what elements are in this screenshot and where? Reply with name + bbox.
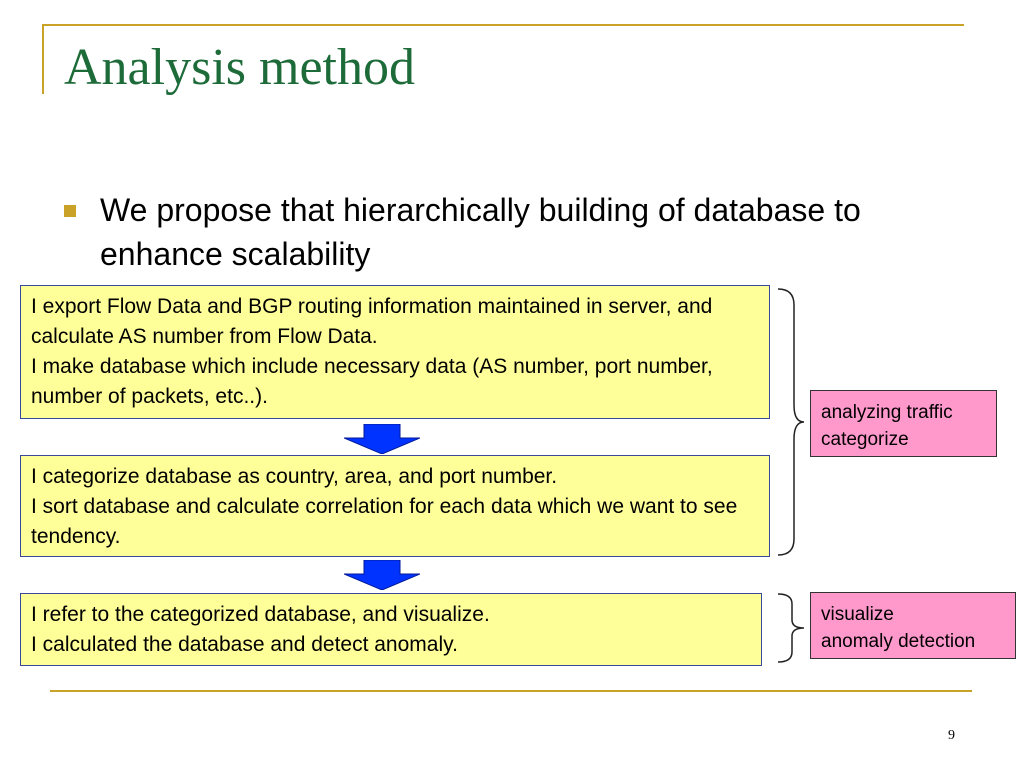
down-arrow-icon <box>344 424 420 454</box>
bullet-text: We propose that hierarchically building … <box>100 192 861 272</box>
tag-1-line-1: analyzing traffic <box>821 402 953 423</box>
tag-1-line-2: categorize <box>821 429 909 450</box>
slide-title: Analysis method <box>64 39 415 96</box>
step-box-2: I categorize database as country, area, … <box>20 455 770 557</box>
step-box-3: I refer to the categorized database, and… <box>20 593 762 666</box>
step-3-line-1: I refer to the categorized database, and… <box>31 603 490 626</box>
page-number: 9 <box>948 728 955 743</box>
step-box-1: I export Flow Data and BGP routing infor… <box>20 285 770 419</box>
tag-2-line-2: anomaly detection <box>821 631 976 652</box>
top-frame-line <box>42 24 964 26</box>
down-arrow-icon <box>344 560 420 590</box>
step-3-line-2: I calculated the database and detect ano… <box>31 633 458 656</box>
step-1-line-1: I export Flow Data and BGP routing infor… <box>31 295 713 348</box>
right-brace-icon <box>777 593 805 663</box>
tag-2-line-1: visualize <box>821 604 894 625</box>
bullet-square-icon <box>64 205 76 217</box>
left-frame-line <box>42 24 44 94</box>
tag-analyzing: analyzing traffic categorize <box>810 390 997 457</box>
right-brace-icon <box>777 288 805 556</box>
bottom-frame-line <box>50 690 972 692</box>
step-1-line-2: I make database which include necessary … <box>31 355 713 408</box>
step-2-line-2: I sort database and calculate correlatio… <box>31 495 738 548</box>
tag-visualize: visualize anomaly detection <box>810 592 1016 659</box>
step-2-line-1: I categorize database as country, area, … <box>31 465 558 488</box>
